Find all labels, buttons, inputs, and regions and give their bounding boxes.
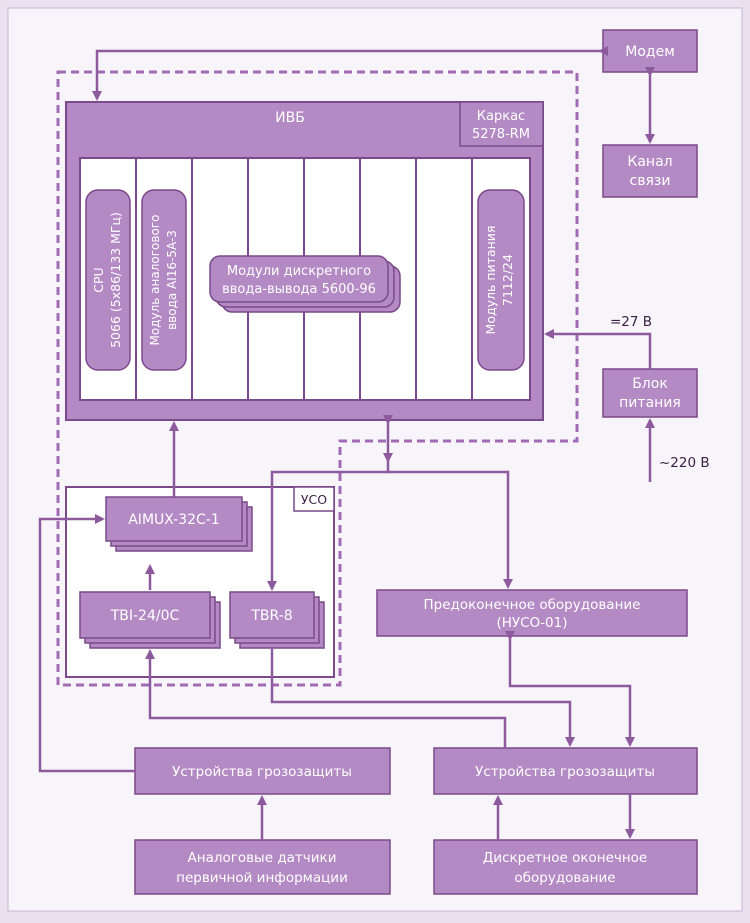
tbi-stack: TBI-24/0C <box>79 591 221 649</box>
ivb-label: ИВБ <box>275 110 305 126</box>
nuso-line2: (НУСО-01) <box>496 615 567 631</box>
chassis-label-box <box>459 101 544 147</box>
link-modem-ivb <box>92 46 608 101</box>
surge-right-box <box>433 747 698 795</box>
power-unit-line1: Блок <box>632 376 668 392</box>
link-surge-aimux <box>38 514 135 773</box>
nuso-line1: Предоконечное оборудование <box>424 597 641 613</box>
link-bus-tbr <box>267 461 390 591</box>
power-unit-box <box>602 368 698 418</box>
sensors-line2: первичной информации <box>176 870 348 886</box>
sensors-line1: Аналоговые датчики <box>188 850 337 866</box>
surge-right-label: Устройства грозозащиты <box>475 764 655 780</box>
cpu-label-line1: CPU <box>91 267 106 292</box>
tbr-label: TBR-8 <box>250 608 292 624</box>
chassis-label-line2: 5278-RM <box>472 127 530 142</box>
power-module-line2: 7112/24 <box>500 254 515 306</box>
connectors <box>38 46 655 840</box>
discrete-equipment-line1: Дискретное оконечное <box>483 850 648 866</box>
link-bus-nuso <box>388 470 513 589</box>
tbi-label: TBI-24/0C <box>110 608 180 624</box>
analog-module-card <box>141 189 187 371</box>
link-nuso-surge <box>505 631 635 747</box>
power-module-card <box>477 189 525 371</box>
aimux-label: AIMUX-32C-1 <box>128 512 220 528</box>
link-power-ivb <box>544 329 652 369</box>
power-module-line1: Модуль питания <box>483 226 498 335</box>
surge-left-label: Устройства грозозащиты <box>172 764 352 780</box>
voltage-220-label: ~220 В <box>659 455 710 471</box>
channel-label-line2: связи <box>630 173 671 189</box>
power-unit-line2: питания <box>619 395 681 411</box>
chassis-label-line1: Каркас <box>477 109 525 124</box>
tbr-stack: TBR-8 <box>229 591 325 649</box>
analog-module-line2: ввода AI16-5A-3 <box>165 230 179 330</box>
uso-label: УСО <box>301 492 327 507</box>
discrete-modules-line1: Модули дискретного <box>227 264 371 279</box>
channel-label-line1: Канал <box>627 154 672 170</box>
nuso-box <box>376 589 688 637</box>
modem-box <box>602 29 698 73</box>
uso-label-box <box>293 486 335 512</box>
discrete-modules: Модули дискретного ввода-вывода 5600-96 <box>209 255 401 313</box>
discrete-modules-line2: ввода-вывода 5600-96 <box>222 282 376 297</box>
system-boundary <box>56 70 579 687</box>
sensors-box <box>134 839 391 895</box>
cpu-card <box>85 189 131 371</box>
surge-left-box <box>134 747 391 795</box>
analog-module-line1: Модуль аналогового <box>148 215 162 346</box>
voltage-27-label: =27 В <box>610 314 652 330</box>
discrete-equipment-box <box>433 839 698 895</box>
modem-label: Модем <box>625 44 675 60</box>
cpu-label-line2: 5066 (5x86/133 МГц) <box>108 212 123 348</box>
aimux-stack: AIMUX-32C-1 <box>105 496 253 552</box>
channel-box <box>602 144 698 198</box>
discrete-equipment-line2: оборудование <box>514 870 615 886</box>
